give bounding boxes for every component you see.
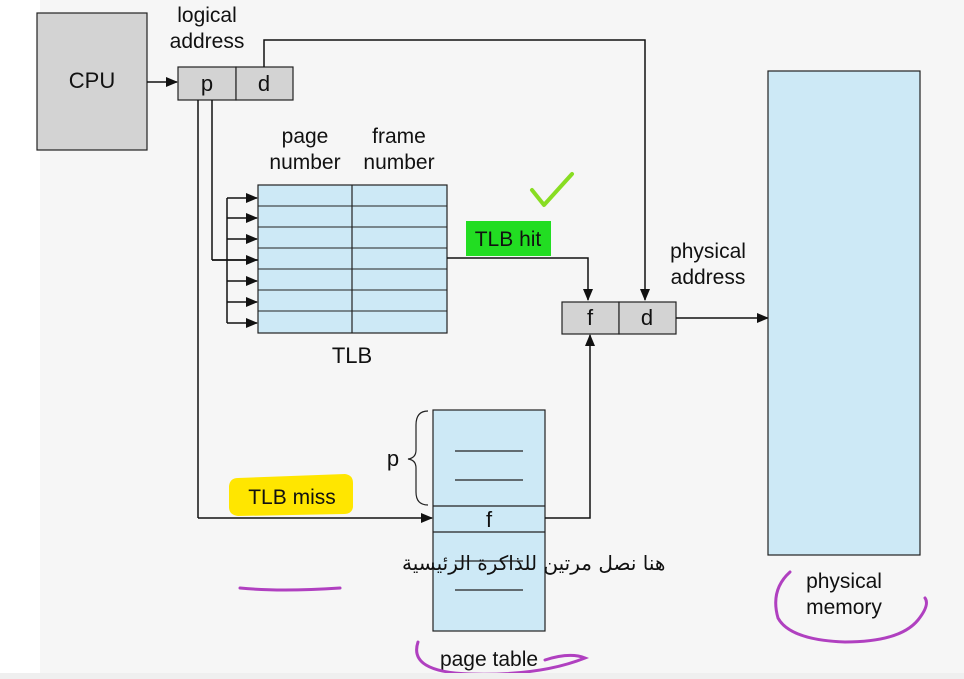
logical-d-cell [235,66,294,101]
page-table-brace [407,410,429,506]
logical-address-label-line1: logical [177,4,237,27]
logical-d-label: d [258,71,270,96]
physical-memory-label-line1: physical [806,570,882,593]
physical-address-label-line2: address [671,266,746,289]
cpu-label: CPU [69,68,115,93]
tlb-hit-highlight [466,221,551,256]
tlb-hit-arrow [447,257,593,301]
offset-d-arrow [263,39,650,301]
arabic-note: هنا نصل مرتين للذاكرة الرئيسية [402,551,665,575]
logical-address-label-line2: address [170,30,245,53]
physical-address-label-line1: physical [670,240,746,263]
checkmark-icon [530,172,574,207]
tlb-miss-highlight [229,474,353,516]
cpu-box [36,12,148,151]
logical-p-label: p [201,71,213,96]
logical-p-cell [177,66,237,101]
tlb-label: TLB [332,343,372,368]
page-table-p-label: p [387,446,399,471]
tlb-search-arrows [212,193,258,328]
bottom-strip [0,673,964,679]
page-table [432,409,546,632]
tlb-hit-label: TLB hit [475,228,542,251]
arabic-note-underline [238,586,342,592]
page-number-header-line2: number [269,151,340,174]
physical-memory-box [767,70,921,556]
tlb-miss-label: TLB miss [248,486,336,509]
frame-number-header-line2: number [363,151,434,174]
tlb-table [257,184,448,334]
frame-number-header-line1: frame [372,125,426,148]
physical-d-label: d [641,305,653,330]
page-table-f-label: f [486,507,493,532]
page-table-to-frame-arrow [545,334,595,519]
physical-f-label: f [587,305,594,330]
page-table-label: page table [440,648,538,671]
physical-d-cell [618,301,677,335]
page-number-header-line1: page [282,125,329,148]
physical-f-cell [561,301,620,335]
physical-memory-label-line2: memory [806,596,882,619]
page-table-circle-annotation [415,640,590,676]
physical-memory-circle-annotation [774,570,928,644]
